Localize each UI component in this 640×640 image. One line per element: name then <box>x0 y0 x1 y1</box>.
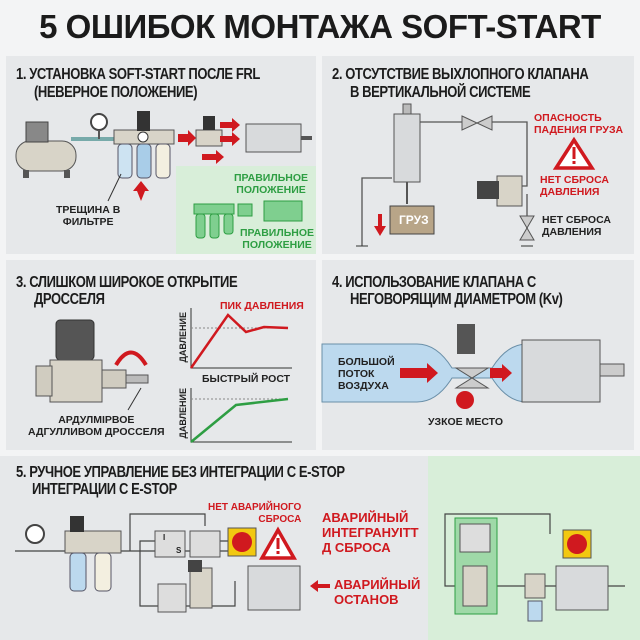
panel-3-heading-line1: 3. СЛИШКОМ ШИРОКОЕ ОТКРЫТИЕ <box>16 274 238 291</box>
load-box <box>389 205 435 235</box>
panel-4-heading-line1: 4. ИСПОЛЬЗОВАНИЕ КЛАПАНА С <box>332 274 536 291</box>
panel-4: 4. ИСПОЛЬЗОВАНИЕ КЛАПАНА С НЕГОВОРЯЩИМ Д… <box>321 260 634 450</box>
cylinder-icon <box>247 565 609 611</box>
panel-5-heading-line1: 5. РУЧНОЕ УПРАВЛЕНИЕ БЕЗ ИНТЕГРАЦИИ С E-… <box>16 464 345 481</box>
cylinder-icon <box>245 123 312 153</box>
no-release-line2: ДАВЛЕНИЯ <box>542 226 602 238</box>
integrated-line1: АВАРИЙНЫЙ <box>322 510 409 525</box>
danger-line1: ОПАСНОСТЬ <box>534 112 602 124</box>
panel-5: 5. РУЧНОЕ УПРАВЛЕНИЕ БЕЗ ИНТЕГРАЦИИ С E-… <box>0 456 640 640</box>
bottleneck-label: УЗКОЕ МЕСТО <box>428 416 503 428</box>
switch-letter-i: I <box>163 533 166 542</box>
correct-label-2-line2: ПОЛОЖЕНИЕ <box>242 239 312 251</box>
crack-pointer <box>107 173 122 202</box>
estop-button-icon-correct <box>562 529 592 559</box>
danger-line2: ПАДЕНИЯ ГРУЗА <box>534 124 624 136</box>
throttle-valve-icon <box>35 319 149 403</box>
rotate-arrow-icon <box>114 350 148 367</box>
no-release-red-line2: ДАВЛЕНИЯ <box>540 186 600 198</box>
panel-2: 2. ОТСУТСТВИЕ ВЫХЛОПНОГО КЛАПАНА В ВЕРТИ… <box>322 56 634 254</box>
warning-triangle-icon <box>258 526 298 560</box>
flow-line1: БОЛЬШОЙ <box>338 356 395 368</box>
panel-2-heading-line1: 2. ОТСУТСТВИЕ ВЫХЛОПНОГО КЛАПАНА <box>332 66 589 83</box>
vertical-cylinder-icon <box>393 103 421 204</box>
panel-1-heading-line2: (НЕВЕРНОЕ ПОЛОЖЕНИЕ) <box>34 84 198 101</box>
correct-label-1-line2: ПОЛОЖЕНИЕ <box>236 184 306 196</box>
estop-line1: АВАРИЙНЫЙ <box>334 577 421 592</box>
no-release-red-line1: НЕТ СБРОСА <box>540 174 609 186</box>
compressor-icon <box>15 121 77 178</box>
panel-3-heading-line2: ДРОССЕЛЯ <box>34 291 105 308</box>
frl-diagram <box>15 111 312 239</box>
page-title: 5 ОШИБОК МОНТАЖА SOFT-START <box>39 8 601 45</box>
fast-rise-label: БЫСТРЫЙ РОСТ <box>202 373 291 385</box>
throttle-label-line1: АРДУЛМІРВОЕ <box>58 414 135 426</box>
pressure-switch-icon <box>157 583 187 613</box>
panel-4-heading-line2: НЕГОВОРЯЩИМ ДИАМЕТРОМ (Kv) <box>350 291 563 308</box>
peak-label: ПИК ДАВЛЕНИЯ <box>220 300 304 312</box>
flow-line2: ПОТОК <box>338 368 375 380</box>
no-emergency-line1: НЕТ АВАРИЙНОГО <box>208 502 302 513</box>
estop-line2: ОСТАНОВ <box>334 592 399 607</box>
panel-5-heading-line2: ИНТЕГРАЦИИ С E-STOP <box>32 481 177 498</box>
integrated-line2: ИНТЕГРАНУІТТ <box>322 525 419 540</box>
correct-frl-icon <box>193 200 303 239</box>
soft-start-valve-icon <box>477 175 523 207</box>
frl-unit-icon <box>64 516 122 592</box>
flow-arrow-icon <box>400 363 438 383</box>
left-arrow-icon <box>310 580 330 592</box>
flow-line3: ВОЗДУХА <box>338 380 389 392</box>
y-axis-label-bottom: ДАВЛЕНИЕ <box>178 388 188 439</box>
panel-3: 3. СЛИШКОМ ШИРОКОЕ ОТКРЫТИЕ ДРОССЕЛЯ ПИК… <box>6 260 316 450</box>
solenoid-valve-icon <box>454 324 490 389</box>
panel-2-heading-line2: В ВЕРТИКАЛЬНОЙ СИСТЕМЕ <box>350 84 531 101</box>
y-axis-label-top: ДАВЛЕНИЕ <box>178 312 188 363</box>
pressure-chart-top <box>189 308 292 369</box>
load-label: ГРУЗ <box>399 213 429 227</box>
valve-icon <box>461 115 493 131</box>
no-emergency-line2: СБРОСА <box>258 514 302 525</box>
warning-triangle-icon <box>552 136 596 170</box>
no-release-line1: НЕТ СБРОСА <box>542 214 611 226</box>
estop-diagram <box>15 513 625 622</box>
manual-switch-icon <box>154 530 221 558</box>
correct-label-1-line1: ПРАВИЛЬНОЕ <box>234 172 309 184</box>
correct-label-2-line1: ПРАВИЛЬНОЕ <box>240 227 315 239</box>
down-arrow-icon <box>374 214 386 236</box>
vertical-system-diagram <box>356 103 596 247</box>
integrated-line3: Д СБРОСА <box>322 540 391 555</box>
throttle-label-line2: АДГУЛЛИВОМ ДРОССЕЛЯ <box>28 426 165 438</box>
crack-label-line2: ФИЛЬТРЕ <box>62 216 114 228</box>
exhaust-valve-icon <box>519 215 535 241</box>
flow-diagram <box>321 324 625 409</box>
throttle-diagram <box>35 308 292 443</box>
cylinder-icon <box>521 339 625 403</box>
soft-start-valve-icon <box>195 116 223 147</box>
switch-letter-s: S <box>176 546 182 555</box>
flow-arrows <box>133 118 240 201</box>
frl-unit-icon <box>113 111 175 179</box>
pressure-chart-bottom <box>190 388 292 443</box>
pressure-gauge-icon <box>25 524 45 544</box>
panel-1-heading-line1: 1. УСТАНОВКА SOFT-START ПОСЛЕ FRL <box>16 66 260 83</box>
exhaust-valve-icon <box>524 573 546 622</box>
pressure-gauge-icon <box>90 113 108 139</box>
panel-1: 1. УСТАНОВКА SOFT-START ПОСЛЕ FRL (НЕВЕР… <box>6 56 316 254</box>
burst-icon <box>456 391 474 409</box>
integrated-block <box>454 517 498 615</box>
crack-label-line1: ТРЕЩИНА В <box>56 204 121 216</box>
solenoid-valve-icon <box>188 560 213 609</box>
estop-button-icon <box>227 527 257 557</box>
